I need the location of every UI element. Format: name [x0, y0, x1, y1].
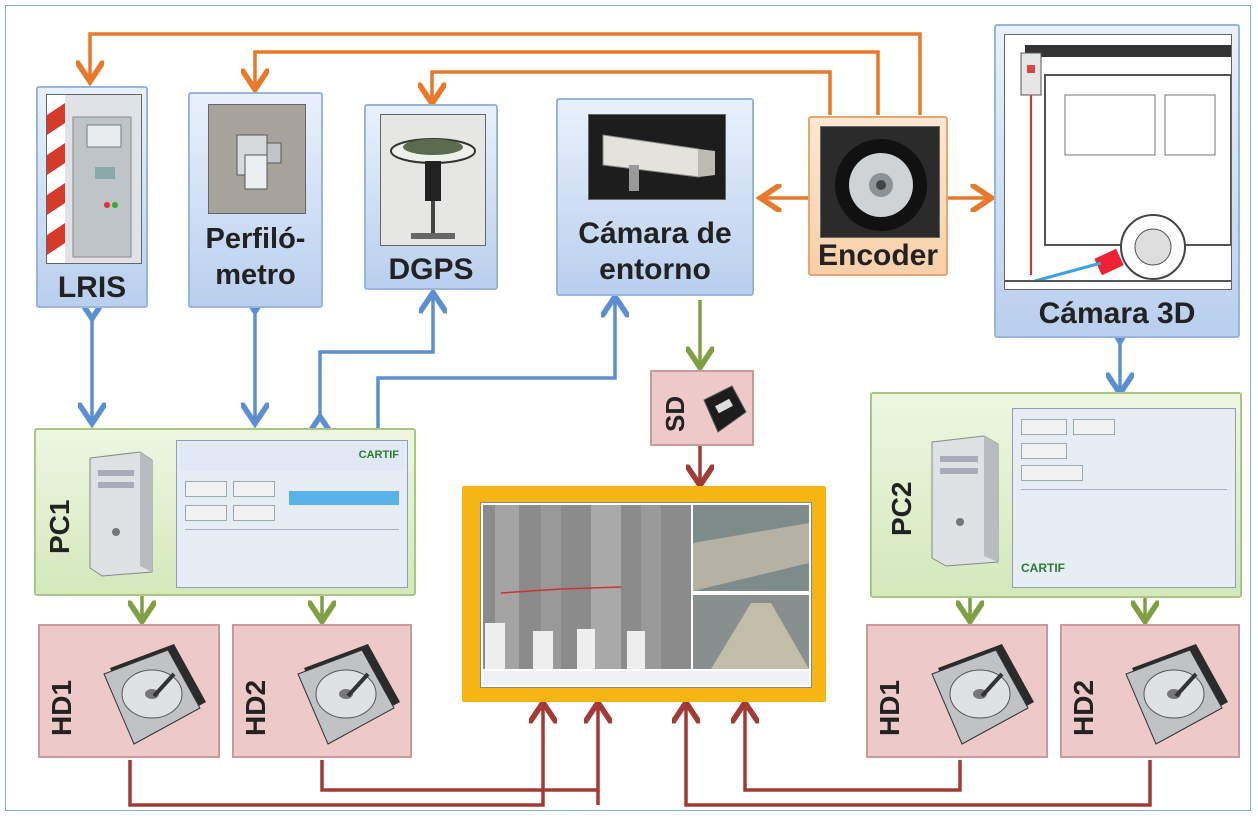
hd1-right-monitor-line	[745, 706, 962, 792]
pc1-ui-button-1	[185, 481, 227, 497]
hd2-right-monitor-line	[686, 706, 1152, 807]
pc1-ui-button-3	[185, 505, 227, 521]
pc1-cartif-logo: CARTIF	[358, 449, 399, 461]
pc1-node: PC1 CARTIF	[34, 428, 416, 596]
hard-disk-icon	[103, 644, 206, 745]
hd1-left-label: HD1	[46, 679, 77, 736]
camara-entorno-label-line1: Cámara de	[578, 217, 732, 250]
dgps-label: DGPS	[388, 253, 474, 286]
camara3d-node: Cámara 3D	[994, 24, 1240, 338]
camara3d-label: Cámara 3D	[1038, 297, 1196, 330]
hd1-right-node: HD1	[866, 624, 1048, 758]
hd2-left-label: HD2	[240, 679, 271, 736]
security-camera-icon	[589, 115, 725, 199]
diagram-frame	[5, 5, 1251, 811]
pc1-software-window: CARTIF	[176, 440, 408, 588]
perfilometro-node: Perfiló- metro	[188, 92, 323, 308]
pc1-label: PC1	[44, 499, 75, 554]
hard-disk-icon	[1125, 644, 1228, 745]
pc2-ui-button-4	[1021, 465, 1083, 481]
hd1-left-node: HD1	[38, 624, 220, 758]
data-links	[92, 296, 1120, 428]
encoder-to-lris-line	[90, 32, 922, 115]
profilometer-icon	[209, 105, 305, 213]
sd-card-icon	[703, 385, 747, 433]
pc-tower-icon	[89, 451, 153, 577]
pc2-ui-button-3	[1021, 443, 1067, 459]
lris-device-photo	[46, 94, 142, 264]
wheel-encoder-icon	[821, 127, 939, 237]
pc2-cartif-logo: CARTIF	[1021, 561, 1065, 575]
perfilometro-label-line1: Perfiló-	[205, 223, 306, 255]
pc1-ui-fields	[185, 529, 399, 580]
pc1-camara-line	[376, 300, 615, 428]
playback-links	[128, 446, 1152, 807]
pc1-ui-status-bar	[289, 491, 399, 505]
hd2-right-label: HD2	[1068, 679, 1099, 736]
camara-entorno-photo	[588, 114, 726, 200]
pc1-ui-button-2	[233, 481, 275, 497]
encoder-links	[90, 32, 988, 198]
dgps-node: DGPS	[364, 104, 498, 290]
van-camera-icon	[1005, 45, 1231, 283]
dgps-photo	[380, 114, 486, 246]
monitor-screen	[480, 502, 812, 688]
encoder-to-perfilometro-line	[255, 50, 880, 115]
pc2-ui-button-2	[1073, 419, 1115, 435]
encoder-photo	[820, 126, 940, 238]
hd2-right-node: HD2	[1060, 624, 1240, 758]
pc1-window-header	[179, 443, 405, 471]
road-inspection-view	[483, 505, 809, 685]
pc2-software-window: CARTIF	[1012, 408, 1236, 588]
camara-entorno-label-line2: entorno	[599, 253, 711, 286]
pc1-ui-button-4	[233, 505, 275, 521]
van-drawing	[1004, 34, 1232, 290]
lris-node: LRIS	[36, 86, 148, 308]
lris-label: LRIS	[57, 271, 127, 304]
gps-antenna-icon	[390, 138, 476, 239]
perfilometro-label-line2: metro	[215, 259, 296, 291]
pc2-node: PC2 CARTIF	[870, 392, 1242, 598]
hard-disk-icon	[297, 644, 400, 745]
perfilometro-photo	[208, 104, 306, 214]
hd2-left-node: HD2	[232, 624, 412, 758]
encoder-node: Encoder	[808, 116, 948, 276]
pc-tower-icon	[931, 435, 999, 567]
camara-entorno-node: Cámara de entorno	[556, 98, 754, 296]
sd-node: SD	[650, 370, 754, 446]
sd-label: SD	[660, 395, 690, 432]
hd2-left-monitor-line	[320, 706, 598, 792]
hard-disk-icon	[931, 644, 1034, 745]
pc2-label: PC2	[886, 481, 917, 536]
pc2-ui-fields	[1021, 489, 1227, 550]
encoder-label: Encoder	[817, 239, 939, 272]
dgps-pc1-line	[320, 296, 433, 420]
monitor-display	[462, 486, 826, 702]
hd1-left-monitor-line	[128, 706, 543, 807]
pc2-ui-button-1	[1021, 419, 1067, 435]
lris-device-icon	[47, 95, 132, 263]
encoder-to-dgps-line	[432, 70, 832, 115]
hd1-right-label: HD1	[874, 679, 905, 736]
storage-links	[142, 300, 1145, 618]
